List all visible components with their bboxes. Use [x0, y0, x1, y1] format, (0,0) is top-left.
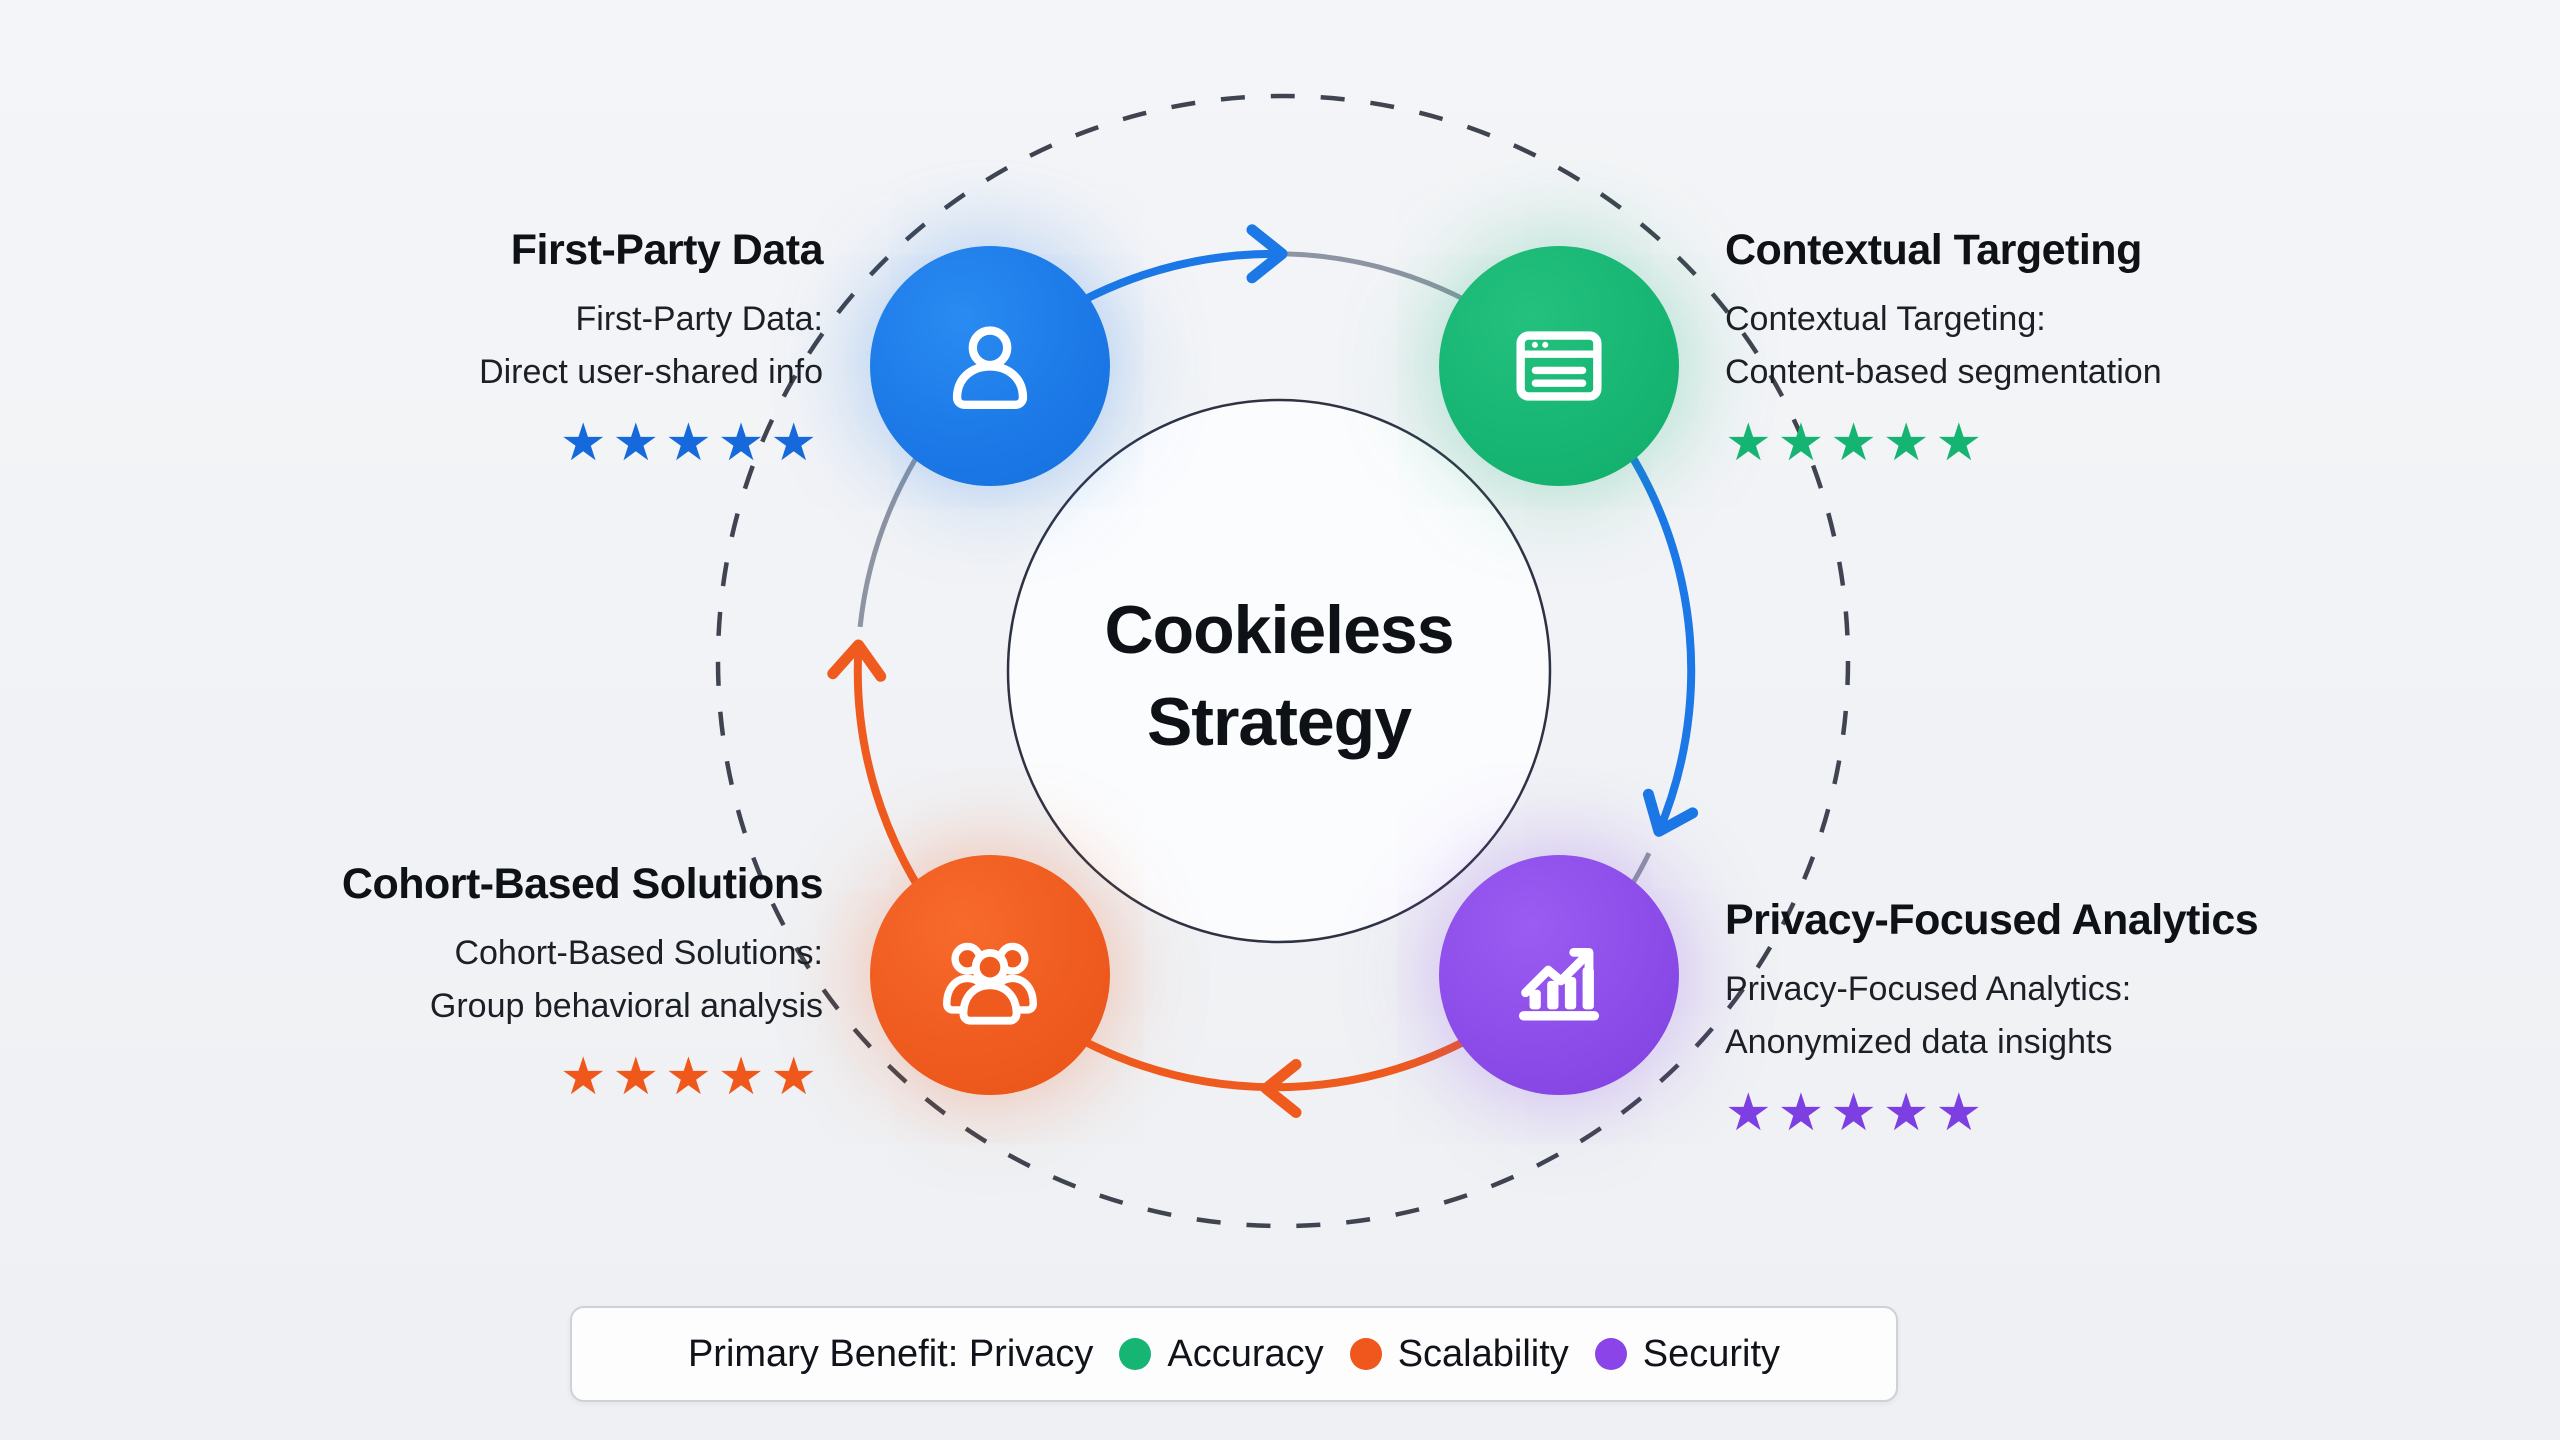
arrowhead-bottom-left-icon: [1260, 1059, 1302, 1118]
desc-line2: Group behavioral analysis: [429, 987, 823, 1025]
arrowhead-top-right-icon: [1246, 224, 1288, 284]
bar-chart-trend-icon: [1518, 947, 1600, 1021]
quadrant-title: Privacy-Focused Analytics: [1725, 896, 2259, 944]
quadrant-cohort-based-solutions: Cohort-Based Solutions Cohort-Based Solu…: [63, 860, 824, 1107]
star-rating: ★★★★★: [559, 1048, 823, 1106]
arrowhead-left-up-icon: [827, 639, 887, 682]
purple-dot-icon: [1594, 1338, 1627, 1370]
desc-line2: Anonymized data insights: [1725, 1023, 2113, 1061]
user-group-icon: [943, 942, 1037, 1025]
desc-line1: Cohort-Based Solutions:: [454, 934, 823, 972]
legend-item-scalability: Scalability: [1349, 1332, 1569, 1376]
quadrant-first-party-data: First-Party Data First-Party Data: Direc…: [103, 226, 823, 473]
desc-line1: Privacy-Focused Analytics:: [1725, 970, 2132, 1008]
arrowhead-right-down-icon: [1642, 788, 1699, 837]
orange-dot-icon: [1349, 1338, 1382, 1370]
legend-item-security: Security: [1594, 1332, 1781, 1376]
user-icon: [952, 326, 1028, 410]
node-first-party-data: [870, 246, 1110, 486]
quadrant-description: Cohort-Based Solutions: Group behavioral…: [63, 927, 823, 1033]
desc-line1: Contextual Targeting:: [1725, 300, 2046, 338]
desc-line1: First-Party Data:: [575, 300, 823, 338]
legend-bar: Primary Benefit: Privacy Accuracy Scalab…: [570, 1306, 1898, 1402]
outer-dashed-orbit: [715, 93, 1851, 1229]
legend-item-accuracy: Accuracy: [1119, 1332, 1324, 1376]
browser-window-icon: [1516, 331, 1602, 401]
star-rating: ★★★★★: [1725, 1084, 1989, 1142]
node-contextual-targeting: [1439, 246, 1679, 486]
desc-line2: Content-based segmentation: [1725, 353, 2162, 391]
center-circle: [1006, 398, 1552, 944]
legend-item-label: Security: [1642, 1332, 1781, 1375]
quadrant-contextual-targeting: Contextual Targeting Contextual Targetin…: [1725, 226, 2485, 473]
center-title: Cookieless Strategy: [979, 584, 1579, 768]
desc-line2: Direct user-shared info: [479, 353, 823, 391]
center-title-line1: Cookieless: [1104, 592, 1454, 668]
quadrant-privacy-focused-analytics: Privacy-Focused Analytics Privacy-Focuse…: [1725, 896, 2485, 1143]
quadrant-description: First-Party Data: Direct user-shared inf…: [103, 293, 823, 399]
quadrant-title: Contextual Targeting: [1725, 226, 2142, 274]
center-title-line2: Strategy: [1146, 684, 1412, 760]
quadrant-description: Contextual Targeting: Content-based segm…: [1725, 293, 2485, 399]
green-dot-icon: [1119, 1338, 1152, 1370]
legend-item-label: Scalability: [1397, 1332, 1569, 1375]
quadrant-title: First-Party Data: [510, 226, 824, 274]
quadrant-description: Privacy-Focused Analytics: Anonymized da…: [1725, 963, 2485, 1069]
node-privacy-focused-analytics: [1439, 855, 1679, 1095]
star-rating: ★★★★★: [1725, 414, 1989, 472]
legend-item-label: Accuracy: [1167, 1332, 1324, 1375]
node-cohort-based-solutions: [870, 855, 1110, 1095]
quadrant-title: Cohort-Based Solutions: [341, 860, 824, 908]
legend-primary-benefit-label: Primary Benefit: Privacy: [687, 1332, 1094, 1375]
star-rating: ★★★★★: [559, 414, 823, 472]
